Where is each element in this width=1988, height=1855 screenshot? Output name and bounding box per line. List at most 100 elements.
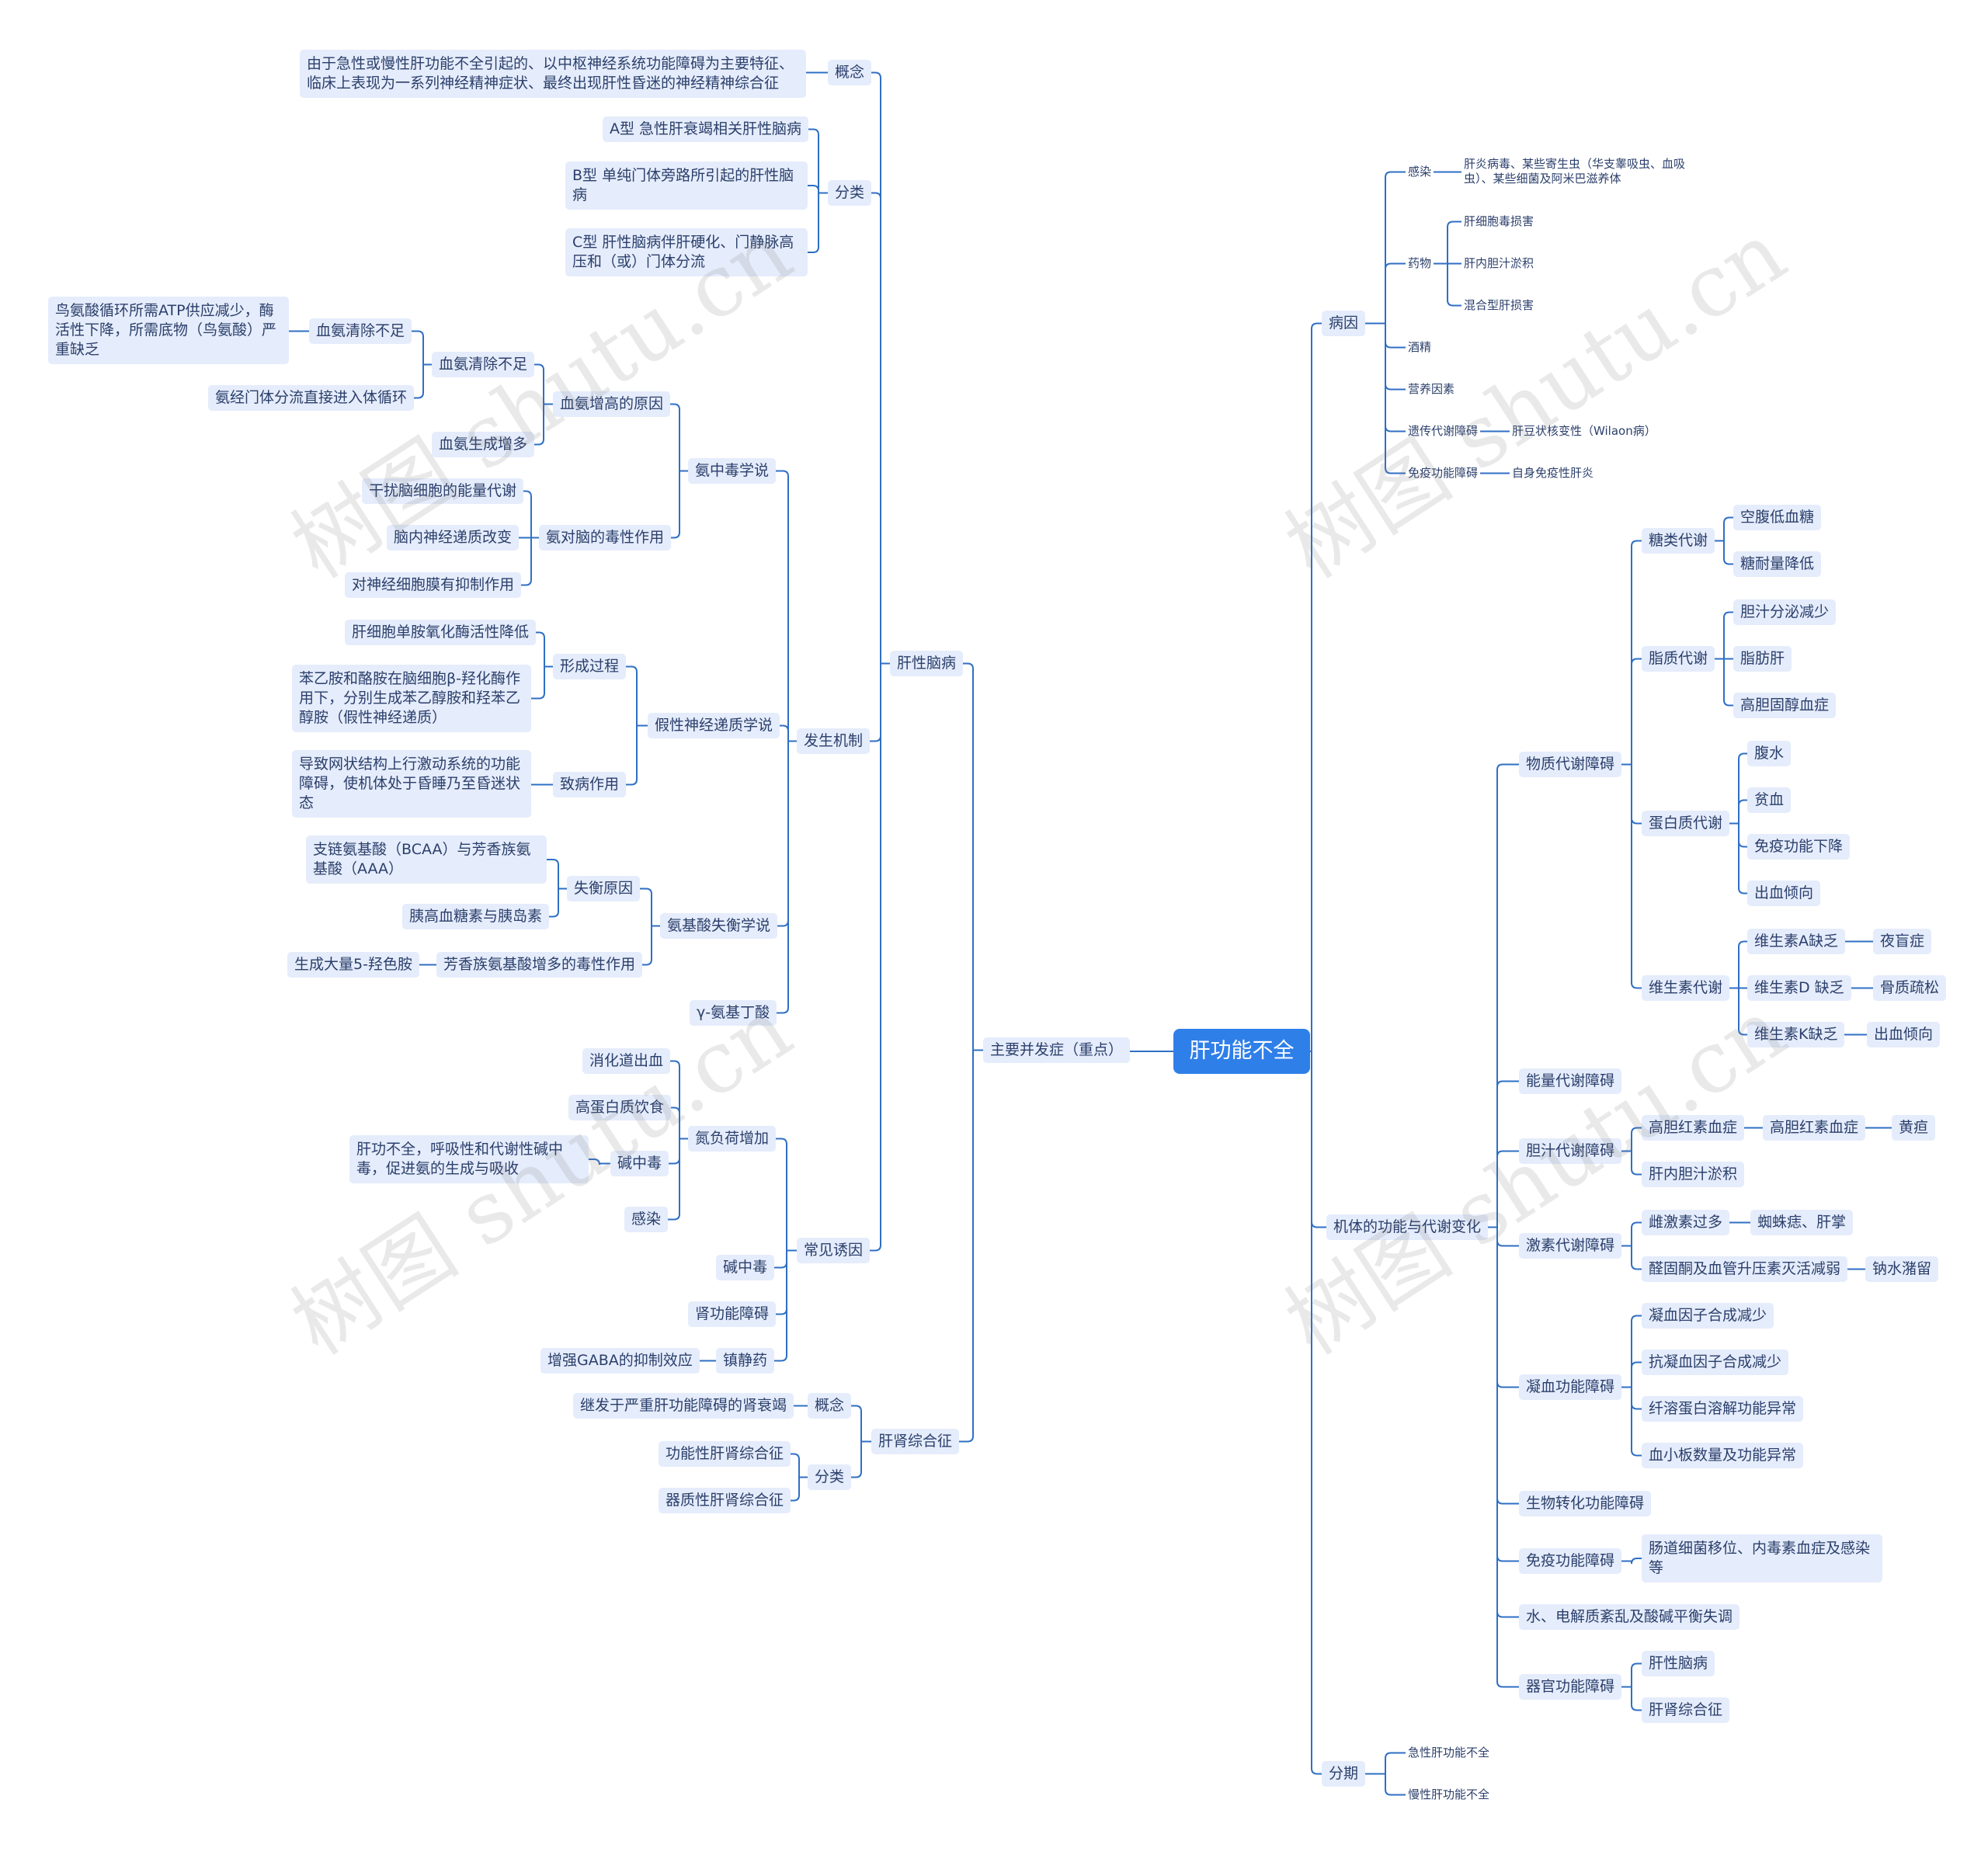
false-effect-1: 导致网状结构上行激动系统的功能障碍，使机体处于昏睡乃至昏迷状态 (292, 750, 531, 818)
toxic-3: 对神经细胞膜有抑制作用 (345, 572, 522, 598)
lipid-node[interactable]: 脂质代谢 (1642, 646, 1715, 672)
nitrogen-load[interactable]: 氮负荷增加 (688, 1126, 777, 1152)
hormone-1[interactable]: 雌激素过多 (1642, 1210, 1730, 1235)
cause-genetic[interactable]: 遗传代谢障碍 (1408, 424, 1479, 438)
vit-a[interactable]: 维生素A缺乏 (1747, 929, 1845, 954)
main-complications[interactable]: 主要并发症（重点） (983, 1037, 1131, 1063)
connector (1496, 1080, 1519, 1228)
hrs-classify[interactable]: 分类 (808, 1464, 852, 1490)
bile-node[interactable]: 胆汁代谢障碍 (1519, 1138, 1622, 1164)
stage-node[interactable]: 分期 (1322, 1761, 1366, 1787)
sugar-node[interactable]: 糖类代谢 (1642, 528, 1715, 554)
trigger-sedative[interactable]: 镇静药 (716, 1348, 775, 1374)
connector (1631, 1558, 1642, 1565)
cause-infect-text: 肝炎病毒、某些寄生虫（华支睾吸虫、血吸虫）、某些细菌及阿米巴滋养体 (1464, 157, 1686, 186)
ammonia-theory[interactable]: 氨中毒学说 (688, 458, 777, 484)
vit-d[interactable]: 维生素D 缺乏 (1747, 975, 1851, 1001)
ammonia-rise[interactable]: 血氨增高的原因 (553, 391, 671, 417)
connector (1496, 1227, 1519, 1562)
connector (670, 1060, 680, 1139)
connector (870, 663, 881, 1252)
amino-aro[interactable]: 芳香族氨基酸增多的毒性作用 (436, 952, 643, 978)
cause-infect[interactable]: 感染 (1408, 165, 1432, 179)
lipid-3: 高胆固醇血症 (1733, 693, 1837, 718)
connector (1738, 823, 1747, 848)
cause-drug[interactable]: 药物 (1408, 256, 1432, 270)
connector (534, 363, 544, 405)
connector (1723, 540, 1733, 565)
connector (1631, 1387, 1642, 1410)
he-mechanism[interactable]: 发生机制 (797, 728, 871, 754)
hormone-2a: 钠水潴留 (1865, 1256, 1939, 1282)
hrs-node[interactable]: 肝肾综合征 (871, 1429, 960, 1454)
he-classify[interactable]: 分类 (828, 180, 872, 206)
false-form[interactable]: 形成过程 (553, 654, 627, 679)
cause-node[interactable]: 病因 (1322, 311, 1366, 336)
hormone-node[interactable]: 激素代谢障碍 (1519, 1233, 1622, 1259)
protein-2: 贫血 (1747, 787, 1792, 813)
nitro-3[interactable]: 碱中毒 (610, 1151, 669, 1176)
coag-node[interactable]: 凝血功能障碍 (1519, 1374, 1622, 1400)
hrs-concept[interactable]: 概念 (808, 1393, 852, 1419)
connector (1631, 658, 1642, 765)
amino-imbalance[interactable]: 氨基酸失衡学说 (660, 913, 778, 939)
connector (626, 665, 638, 726)
connector (774, 1250, 787, 1269)
bile-1[interactable]: 高胆红素血症 (1642, 1115, 1745, 1141)
trigger-alk: 碱中毒 (716, 1255, 775, 1280)
bile-1a[interactable]: 高胆红素血症 (1763, 1115, 1866, 1141)
hrs-concept-text: 继发于严重肝功能障碍的肾衰竭 (573, 1393, 794, 1419)
he-node[interactable]: 肝性脑病 (890, 651, 964, 676)
ammonia-clear-1[interactable]: 血氨清除不足 (309, 318, 412, 344)
ammonia-clear[interactable]: 血氨清除不足 (432, 352, 535, 377)
vit-d-result: 骨质疏松 (1873, 975, 1947, 1001)
metab-node[interactable]: 物质代谢障碍 (1519, 752, 1622, 777)
he-class-c: C型 肝性脑病伴肝硬化、门静脉高压和（或）门体分流 (565, 228, 808, 276)
amino-cause-1: 支链氨基酸（BCAA）与芳香族氨基酸（AAA） (306, 835, 547, 884)
connector (870, 663, 881, 742)
connector (1496, 763, 1519, 1228)
false-effect[interactable]: 致病作用 (553, 772, 627, 797)
amino-cause[interactable]: 失衡原因 (567, 876, 641, 901)
connector (1385, 323, 1406, 432)
organ-node[interactable]: 器官功能障碍 (1519, 1674, 1622, 1700)
connector (1496, 1150, 1519, 1228)
connector (1385, 1773, 1406, 1796)
hrs-class-a: 功能性肝肾综合征 (659, 1441, 791, 1467)
protein-3: 免疫功能下降 (1747, 834, 1851, 860)
connector (1738, 799, 1747, 824)
cause-immune[interactable]: 免疫功能障碍 (1408, 466, 1479, 480)
connector (1385, 171, 1406, 324)
vit-node[interactable]: 维生素代谢 (1642, 975, 1730, 1001)
protein-node[interactable]: 蛋白质代谢 (1642, 811, 1730, 836)
connector (959, 1050, 974, 1443)
bio-node: 生物转化功能障碍 (1519, 1491, 1652, 1516)
connector (1385, 323, 1406, 391)
connector (1311, 322, 1322, 1051)
immune-node[interactable]: 免疫功能障碍 (1519, 1548, 1622, 1574)
connector (669, 1138, 680, 1165)
immune-text: 肠道细菌移位、内毒素血症及感染等 (1642, 1534, 1882, 1582)
connector (1738, 752, 1747, 824)
connector (1631, 764, 1642, 989)
ammonia-toxic[interactable]: 氨对脑的毒性作用 (539, 525, 672, 551)
connector (1385, 323, 1406, 474)
stage-1: 急性肝功能不全 (1408, 1746, 1490, 1759)
hormone-2[interactable]: 醛固酮及血管升压素灭活减弱 (1642, 1256, 1848, 1282)
he-concept-text: 由于急性或慢性肝功能不全引起的、以中枢神经系统功能障碍为主要特征、临床上表现为一… (300, 50, 806, 98)
func-node[interactable]: 机体的功能与代谢变化 (1326, 1214, 1489, 1240)
connector (1738, 823, 1747, 894)
hormone-1a: 蜘蛛痣、肝掌 (1750, 1210, 1854, 1235)
root-node[interactable]: 肝功能不全 (1173, 1029, 1310, 1074)
connector (1385, 1752, 1406, 1774)
connector (1496, 1227, 1519, 1688)
he-concept[interactable]: 概念 (828, 60, 872, 85)
lipid-1: 胆汁分泌减少 (1733, 599, 1837, 625)
connector (1447, 263, 1461, 307)
organ-2: 肝肾综合征 (1642, 1697, 1730, 1723)
protein-4: 出血倾向 (1747, 881, 1821, 906)
he-trigger[interactable]: 常见诱因 (797, 1238, 871, 1263)
vit-k[interactable]: 维生素K缺乏 (1747, 1022, 1845, 1047)
false-transmitter[interactable]: 假性神经递质学说 (648, 713, 780, 738)
